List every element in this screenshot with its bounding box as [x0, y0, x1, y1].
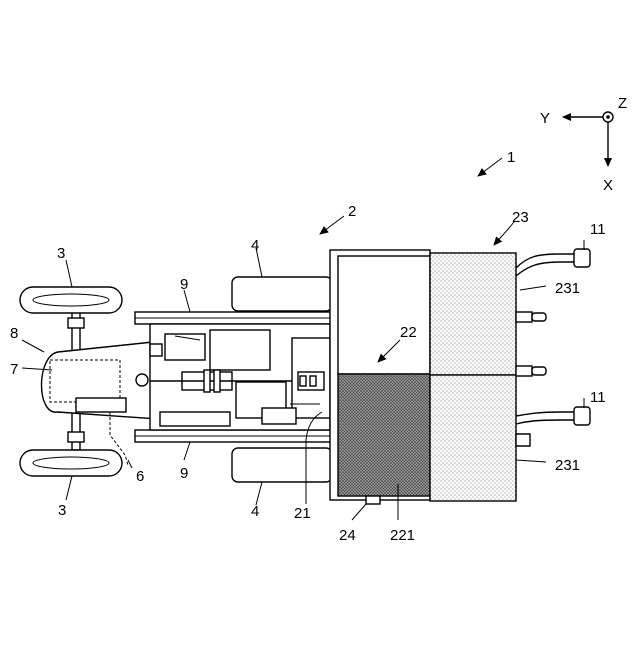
leader-3-top: [66, 260, 72, 287]
label-22: 22: [400, 324, 417, 341]
handle-bottom-bar: [516, 412, 574, 416]
leader-231-top: [520, 286, 546, 290]
nozzle-bottom-tip: [532, 367, 546, 375]
label-231-top: 231: [555, 280, 580, 297]
label-1: 1: [507, 149, 515, 166]
coordinate-axes: Y Z X: [540, 95, 627, 194]
leader-8: [22, 340, 44, 352]
mech-block-2: [210, 330, 270, 370]
label-231-bottom: 231: [555, 457, 580, 474]
lower-fitting: [516, 434, 530, 446]
label-11-bottom: 11: [590, 389, 606, 406]
label-24: 24: [339, 527, 356, 544]
axis-label-x: X: [603, 177, 613, 194]
mech-detail-2: [310, 376, 316, 386]
label-8: 8: [10, 325, 18, 342]
leader-4-bottom: [256, 482, 262, 505]
shaft-collar-2: [214, 370, 220, 392]
leader-6: [128, 460, 132, 468]
handles-11: [516, 249, 590, 425]
tank-221-lower: [338, 374, 430, 496]
label-9-top: 9: [180, 276, 188, 293]
handle-bottom-bar-2: [516, 420, 574, 424]
front-knuckle-top: [68, 318, 84, 328]
label-23: 23: [512, 209, 529, 226]
label-4-bottom: 4: [251, 503, 259, 520]
machine-23: [430, 253, 546, 501]
nozzle-top-tip: [532, 313, 546, 321]
arrow-1: [478, 158, 502, 176]
label-221: 221: [390, 527, 415, 544]
front-wheel-top: [20, 287, 122, 313]
machine-2: [330, 250, 430, 504]
front-wheel-bottom: [20, 450, 122, 476]
tank-231-lower: [430, 375, 516, 501]
leader-231-bottom: [516, 460, 546, 462]
label-7: 7: [10, 361, 18, 378]
port-24: [366, 496, 380, 504]
handle-top-grip: [574, 249, 590, 267]
label-21: 21: [294, 505, 311, 522]
label-4-top: 4: [251, 237, 259, 254]
label-3-top: 3: [57, 245, 65, 262]
drive-train: [150, 324, 330, 430]
mech-block-5: [160, 412, 230, 426]
nozzle-bottom: [516, 366, 532, 376]
label-11-top: 11: [590, 221, 606, 238]
arrow-23: [494, 222, 514, 245]
arrow-2: [320, 216, 344, 234]
label-2: 2: [348, 203, 356, 220]
hood-lower-panel: [76, 398, 126, 412]
mech-block-6: [262, 408, 296, 424]
shaft-collar-1: [204, 370, 210, 392]
mech-detail-1: [300, 376, 306, 386]
axis-label-z: Z: [618, 95, 627, 112]
leader-3-bottom: [66, 476, 72, 500]
leader-9-top: [184, 290, 190, 312]
handle-top-bar: [516, 254, 574, 268]
z-axis-dot-icon: [606, 115, 610, 119]
label-6: 6: [136, 468, 144, 485]
handle-top-bar-2: [516, 262, 574, 276]
nozzle-top: [516, 312, 532, 322]
front-knuckle-bottom: [68, 432, 84, 442]
rear-wheel-top: [232, 277, 332, 311]
label-9-bottom: 9: [180, 465, 188, 482]
leader-9-bottom: [184, 442, 190, 460]
label-3-bottom: 3: [58, 502, 66, 519]
axis-label-y: Y: [540, 110, 550, 127]
tank-231-upper: [430, 253, 516, 375]
rear-wheel-bottom: [232, 448, 332, 482]
leader-24: [352, 504, 366, 520]
mech-bracket: [150, 344, 162, 356]
handle-bottom-grip: [574, 407, 590, 425]
